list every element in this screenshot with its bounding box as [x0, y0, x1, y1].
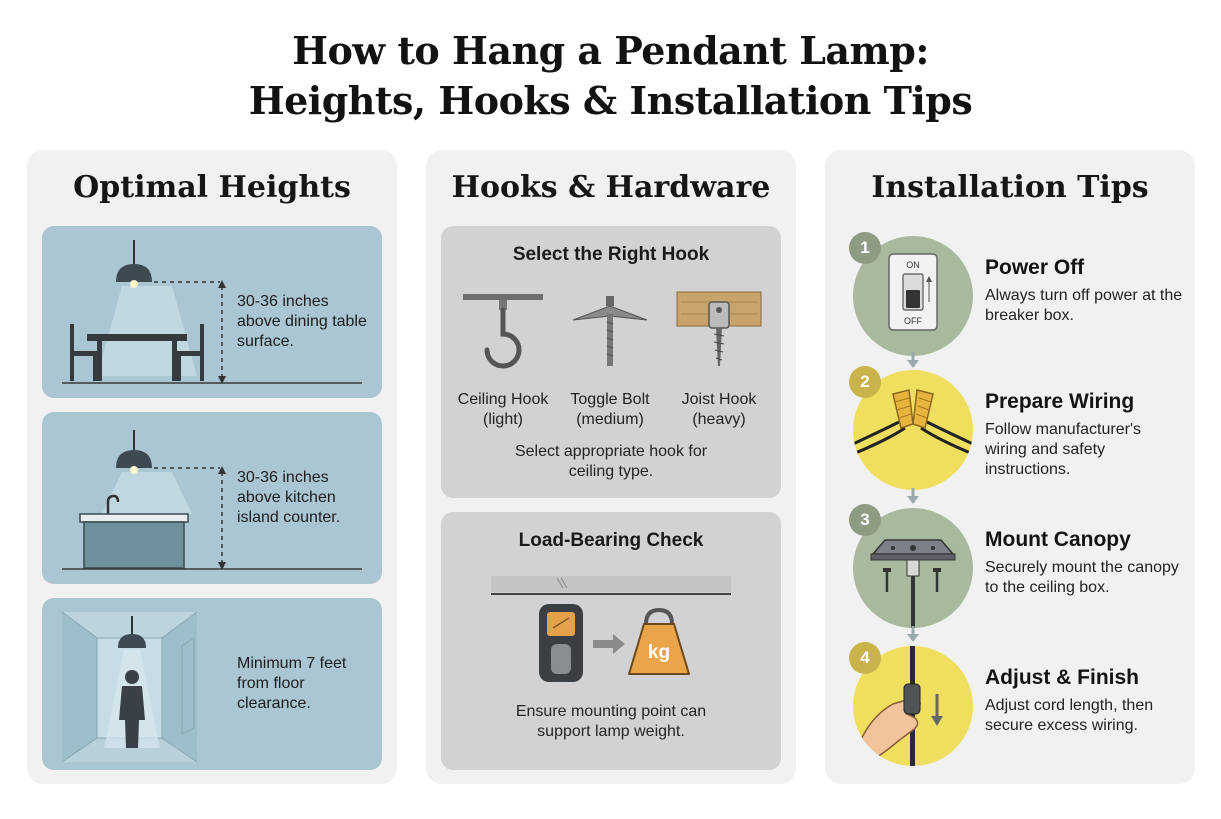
- screw-icon: [933, 568, 941, 592]
- hallway-illustration: [61, 611, 198, 763]
- hooks-panel: Hooks & Hardware Select the Right Hook: [426, 150, 796, 784]
- ceiling-hook-label: Ceiling Hook(light): [457, 391, 549, 428]
- step-4-title: Adjust & Finish: [985, 666, 1139, 689]
- island-height-text: 30-36 inches above kitchen island counte…: [237, 469, 341, 526]
- step-power-off: ON OFF 1 Power Off Always turn off power…: [825, 232, 1195, 366]
- load-check-caption: Ensure mounting point can support lamp w…: [515, 703, 707, 740]
- hand-cord-icon: [853, 646, 973, 766]
- step-mount-canopy: 3 Mount Canopy Securely mount the canopy…: [825, 504, 1195, 638]
- select-hook-caption: Select appropriate hook for ceiling type…: [514, 443, 708, 480]
- joist-hook-label: Joist Hook(heavy): [681, 391, 757, 428]
- hooks-heading: Hooks & Hardware: [451, 170, 771, 205]
- dining-height-card: 30-36 inches above dining table surface.: [42, 226, 382, 398]
- step-1-title: Power Off: [985, 256, 1085, 279]
- weight-icon: [628, 607, 690, 675]
- step-1-desc: Always turn off power at the breaker box…: [985, 287, 1183, 324]
- step-2-title: Prepare Wiring: [985, 390, 1135, 413]
- floor-clearance-card: Minimum 7 feet from floor clearance.: [42, 598, 382, 770]
- floor-clearance-text: Minimum 7 feet from floor clearance.: [237, 655, 347, 712]
- screw-icon: [883, 568, 891, 592]
- stud-finder-icon: [539, 604, 583, 682]
- dining-height-text: 30-36 inches above dining table surface.: [237, 293, 367, 350]
- load-check-illustration: kg: [491, 576, 731, 682]
- select-hook-title: Select the Right Hook: [512, 244, 710, 265]
- step-2-badge: 2: [849, 366, 881, 398]
- heights-heading: Optimal Heights: [73, 170, 351, 205]
- step-4-badge: 4: [849, 642, 881, 674]
- canopy-icon: [853, 508, 973, 628]
- island-height-card: 30-36 inches above kitchen island counte…: [42, 412, 382, 584]
- step-adjust-finish: 4 Adjust & Finish Adjust cord length, th…: [825, 642, 1195, 776]
- step-4-desc: Adjust cord length, then secure excess w…: [985, 697, 1154, 734]
- step-arrow-icon: [907, 488, 919, 504]
- switch-off-label: OFF: [904, 316, 922, 326]
- step-3-badge: 3: [849, 504, 881, 536]
- step-arrow-icon: [907, 626, 919, 642]
- load-check-title: Load-Bearing Check: [518, 530, 704, 551]
- dining-table-illustration: [62, 240, 362, 384]
- kitchen-island-illustration: [62, 430, 362, 570]
- tips-panel: Installation Tips ON OFF 1 Power Off Alw…: [825, 150, 1195, 784]
- ceiling-hook-icon: [463, 294, 543, 369]
- hook-types-illustration: [463, 291, 762, 369]
- step-prepare-wiring: 2 Prepare Wiring Follow manufacturer's w…: [825, 366, 1195, 500]
- step-2-desc: Follow manufacturer's wiring and safety …: [985, 421, 1141, 478]
- switch-on-label: ON: [906, 260, 920, 270]
- select-hook-card: Select the Right Hook: [441, 226, 781, 498]
- tips-heading: Installation Tips: [871, 170, 1149, 205]
- step-3-title: Mount Canopy: [985, 528, 1131, 551]
- step-arrow-icon: [907, 352, 919, 368]
- step-1-badge: 1: [849, 232, 881, 264]
- load-check-card: Load-Bearing Check kg Ensure mounting po…: [441, 512, 781, 770]
- step-3-desc: Securely mount the canopy to the ceiling…: [985, 559, 1179, 596]
- toggle-bolt-icon: [572, 296, 648, 366]
- heights-panel: Optimal Heights 30-36 inches above dinin…: [27, 150, 397, 784]
- main-title-line2: Heights, Hooks & Installation Tips: [248, 78, 973, 123]
- weight-label: kg: [648, 642, 670, 663]
- main-title-line1: How to Hang a Pendant Lamp:: [292, 28, 929, 73]
- toggle-bolt-label: Toggle Bolt(medium): [570, 391, 650, 428]
- joist-hook-icon: [676, 291, 762, 366]
